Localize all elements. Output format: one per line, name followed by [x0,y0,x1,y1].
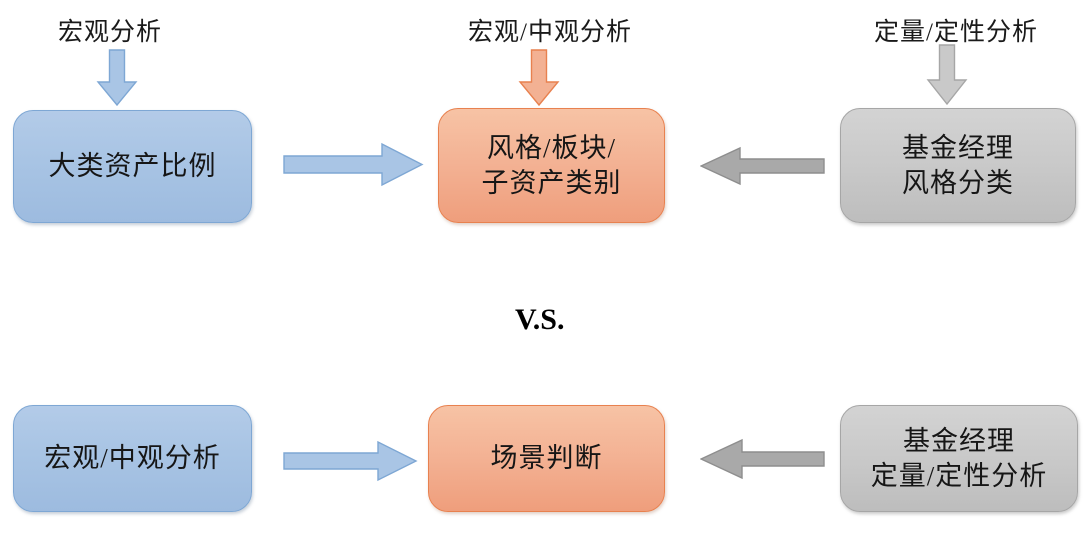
down-arrow-gray-icon [926,44,968,106]
arrow-right-blue-top-icon [283,142,424,187]
down-arrow-orange-icon [518,49,560,107]
box-style-sector-subasset[interactable]: 风格/板块/ 子资产类别 [438,108,665,223]
box-macro-meso-analysis[interactable]: 宏观/中观分析 [13,405,252,512]
box-manager-style-classification[interactable]: 基金经理 风格分类 [840,108,1076,223]
down-arrow-blue-icon [96,49,138,107]
column-label-quant-qual: 定量/定性分析 [874,19,1038,46]
box-asset-allocation[interactable]: 大类资产比例 [13,110,252,223]
arrow-left-gray-top-icon [700,146,825,186]
box-scenario-judgement[interactable]: 场景判断 [428,405,665,512]
versus-divider-label: V.S. [515,303,565,336]
arrow-right-blue-bottom-icon [283,440,418,482]
column-label-macro-meso: 宏观/中观分析 [468,19,632,46]
box-manager-quant-qual-analysis[interactable]: 基金经理 定量/定性分析 [840,405,1078,512]
arrow-left-gray-bottom-icon [700,438,825,480]
column-label-macro: 宏观分析 [57,19,162,46]
